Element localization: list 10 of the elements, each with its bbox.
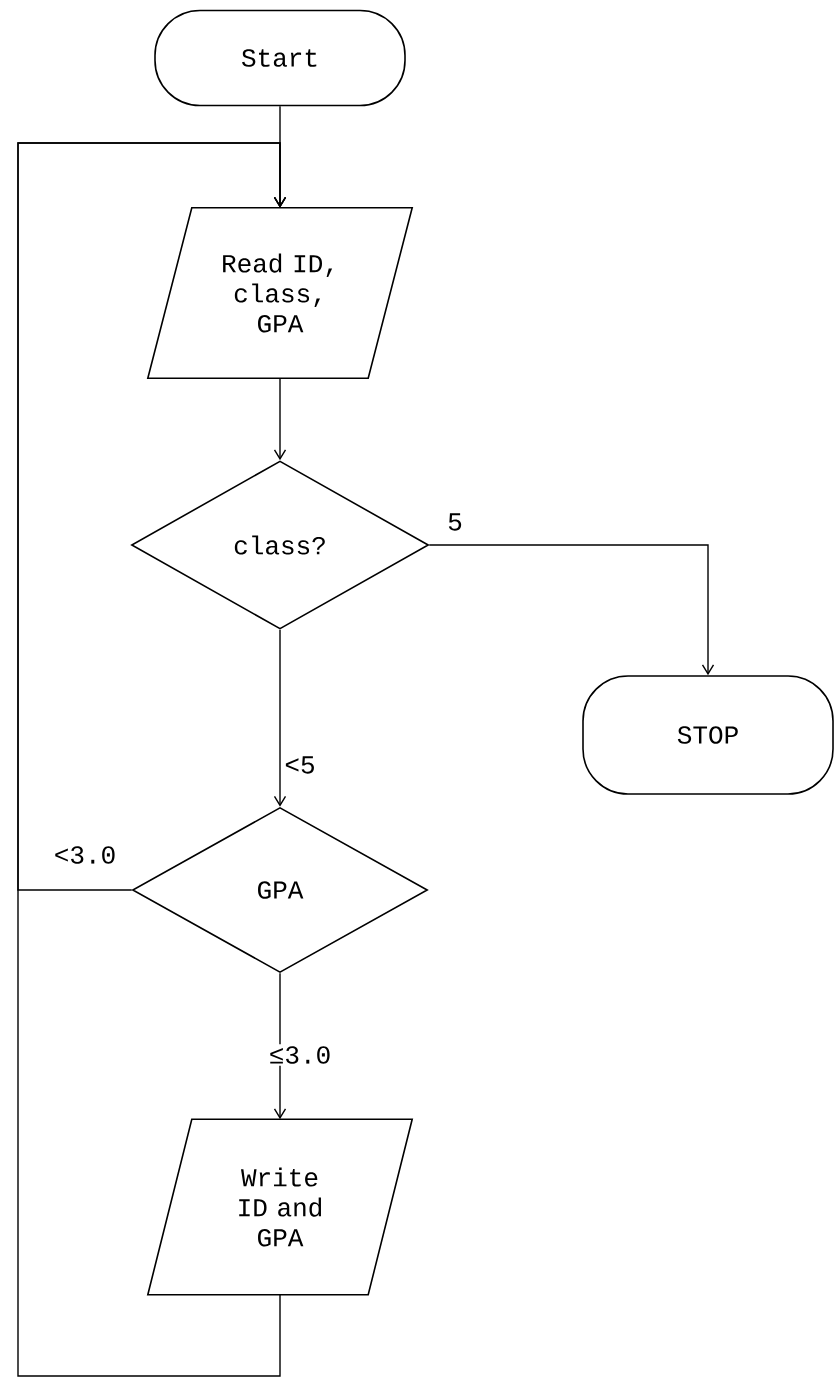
- edge-label: ≤3.0: [266, 1044, 334, 1066]
- terminal-box: Start: [154, 9, 406, 107]
- edge-label: <3.0: [51, 844, 119, 866]
- arrow: [273, 377, 287, 461]
- arrow: [428, 544, 715, 676]
- edge-label: <5: [282, 754, 318, 776]
- terminal-box: STOP: [582, 675, 834, 795]
- arrow: [17, 142, 287, 1377]
- edge-label: 5: [445, 511, 465, 533]
- arrow: [273, 629, 287, 807]
